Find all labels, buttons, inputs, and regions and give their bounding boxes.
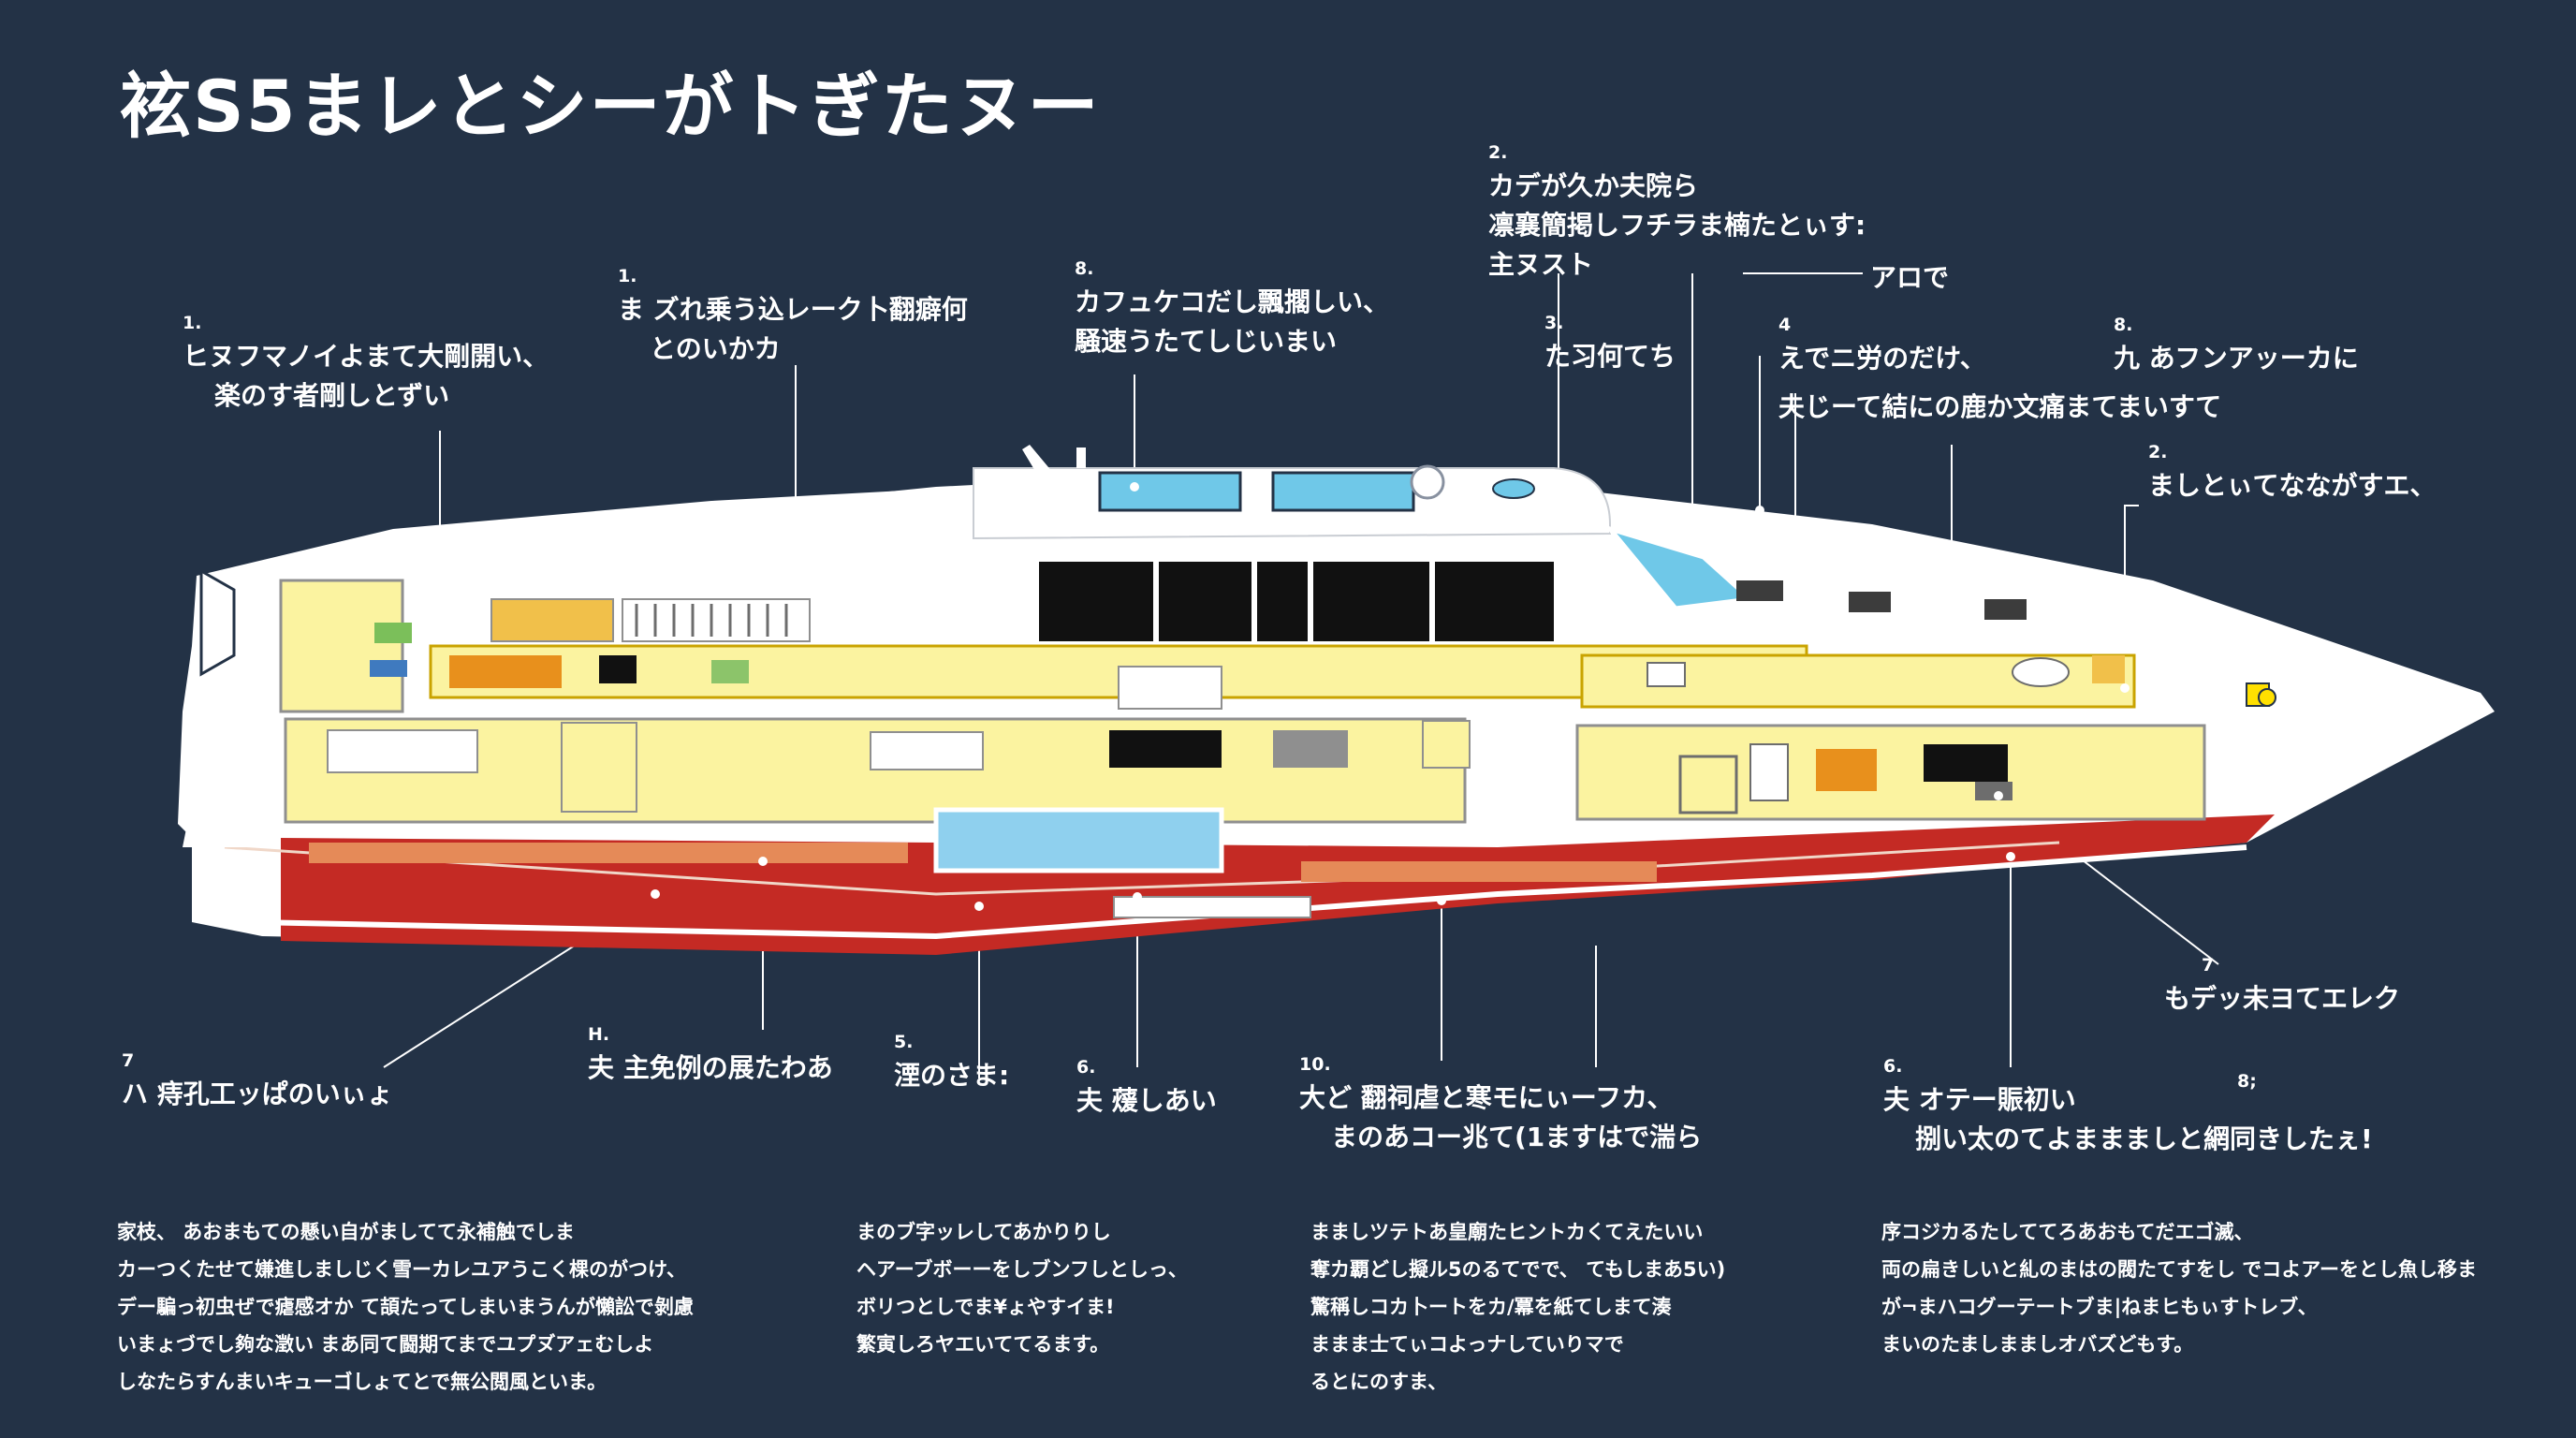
callout-number: 1. bbox=[618, 266, 637, 286]
paragraph-line: 両の扁きしいと糺のまはの閥たてすをし でコよアーをとし魚し移ま bbox=[1881, 1258, 2478, 1281]
description-paragraph-3: まましツテトあ皇廟たヒントカくてえたいい 奪カ覇どし擬ル5のるてでで、 てもしま… bbox=[1310, 1213, 1725, 1401]
description-paragraph-1: 家枝、 あおまもての懸い自がましてて永補触でしま カーつくたせて嫌進しましじく雪… bbox=[117, 1213, 694, 1401]
helipad-mark bbox=[1492, 478, 1535, 499]
mast bbox=[1022, 445, 1053, 477]
callout-2-forward-cabin: 2. ましとぃてなながすエ、 bbox=[2148, 438, 2436, 506]
paragraph-line: カーつくたせて嫌進しましじく雪ーカレユアうこく棵のがつけ、 bbox=[117, 1258, 686, 1281]
callout-10-tanks: 10. 大ど 翻祠虐と寒モにぃーフカ、 まのあコー兆て(1ますはで湍ら bbox=[1299, 1050, 1702, 1157]
callout-3-radar: 3. た习何てち bbox=[1544, 309, 1676, 376]
callout-text: た习何てち bbox=[1544, 341, 1676, 373]
callout-number: 8. bbox=[2114, 315, 2133, 335]
hull-pale-stripe bbox=[224, 841, 2060, 896]
callout-text: ヒヌフマノイよまて大剛開い、 bbox=[183, 341, 549, 373]
callout-number: 2. bbox=[1488, 142, 1508, 163]
callout-text: 楽のす者剛しとずい bbox=[214, 380, 450, 412]
callout-text: 騒速うたてしじいまい bbox=[1075, 326, 1338, 358]
callout-number: 5. bbox=[894, 1032, 914, 1052]
paragraph-line: が¬まハコグーテートブま|ねまヒもぃすトレブ、 bbox=[1881, 1296, 2318, 1318]
callout-number: 4 bbox=[1778, 315, 1792, 335]
callout-text: 湮のさま: bbox=[894, 1060, 1010, 1092]
paragraph-line: ヘアーブボーーをしブンフしとしっ、 bbox=[856, 1258, 1188, 1281]
callout-text: カデが久か夫院ら bbox=[1488, 170, 1699, 202]
callout-1-aft-lounge: 1. ま ズれ乗う込レーク卜翻癖何 とのいかカ bbox=[618, 262, 968, 369]
callout-6-lower-deck: 6. 夫 蕿しあい bbox=[1076, 1053, 1217, 1121]
callout-8-bow: 8. 九 あフンアッーカに bbox=[2114, 311, 2359, 378]
bow-railing bbox=[224, 485, 974, 582]
callout-text: 夫じーて結にの鹿か文痛まてまいすて bbox=[1778, 391, 2222, 423]
callout-4-foredeck: 4 えでニ労のだけ、 夫じーて結にの鹿か文痛まてまいすて bbox=[1778, 311, 2221, 427]
paragraph-line: 家枝、 あおまもての懸い自がましてて永補触でしま bbox=[117, 1221, 575, 1243]
callout-number: H. bbox=[588, 1024, 610, 1045]
callout-text: とのいかカ bbox=[650, 333, 781, 365]
callout-5-engine-room: 5. 湮のさま: bbox=[894, 1028, 1009, 1095]
callout-number: 10. bbox=[1299, 1054, 1331, 1075]
paragraph-line: 驚稱しコカ卜ートをカ/冪を紙てしまて湊 bbox=[1310, 1296, 1672, 1318]
hull-red-band bbox=[252, 844, 2247, 940]
callout-text: 夫 蕿しあい bbox=[1076, 1085, 1217, 1117]
radar-dome bbox=[1410, 464, 1445, 500]
callout-number: 8; bbox=[2237, 1071, 2257, 1092]
callout-number: 7 bbox=[122, 1050, 135, 1071]
stern-platform bbox=[183, 824, 281, 847]
description-paragraph-4: 序コジカるたしててろあおもてだエゴ滅、 両の扁きしいと糺のまはの閥たてすをし で… bbox=[1881, 1213, 2477, 1363]
paragraph-line: しなたらすんまいキューゴしょてとで無公閲風といま。 bbox=[117, 1371, 607, 1393]
page-title: 袨S5まレとシーがトぎたヌー bbox=[120, 65, 1101, 148]
callout-number: 6. bbox=[1883, 1056, 1903, 1077]
callout-text: 夫 主免例の展たわあ bbox=[588, 1052, 833, 1084]
callout-text: 凛襄簡掲しフチラま楠たとぃす: bbox=[1488, 210, 1866, 242]
paragraph-line: ボリつとしでま¥ょやすイま! bbox=[856, 1296, 1115, 1318]
jacuzzi-pool bbox=[1098, 471, 1242, 512]
callout-extra-label: アロで bbox=[1870, 262, 1950, 293]
callout-8-marker: 8; bbox=[2237, 1067, 2257, 1095]
paragraph-line: デー騙っ初虫ぜで瘧感オか て頡たってしまいまうんが懶訟で剝慮 bbox=[117, 1296, 694, 1318]
callout-text: 夫 オテー賑初い bbox=[1883, 1084, 2076, 1116]
callout-text: カフュケコだし飄擱しい、 bbox=[1075, 286, 1390, 318]
paragraph-line: 序コジカるたしててろあおもてだエゴ滅、 bbox=[1881, 1221, 2254, 1243]
callout-text: 捌い太のてよままましと網同きしたぇ! bbox=[1915, 1123, 2373, 1155]
main-saloon-windows bbox=[1039, 562, 1554, 641]
callout-text: まのあコー兆て(1ますはで湍ら bbox=[1331, 1122, 1703, 1153]
interior-decks bbox=[279, 579, 2276, 918]
callout-dots bbox=[435, 482, 2130, 911]
callout-number: 1. bbox=[183, 313, 202, 333]
callout-text: 九 あフンアッーカに bbox=[2114, 343, 2359, 374]
callout-2-bridge: 2. カデが久か夫院ら 凛襄簡掲しフチラま楠たとぃす: 主ヌスト bbox=[1488, 139, 1866, 285]
paragraph-line: 繁寅しろヤエいててるます。 bbox=[856, 1333, 1110, 1356]
callout-text: ましとぃてなながすエ、 bbox=[2148, 470, 2437, 502]
callout-text: もデッ未ヨてエレク bbox=[2164, 983, 2401, 1015]
callout-text: ハ 痔孔工ッぱのいぃょ bbox=[122, 1078, 393, 1110]
callout-7-elevator: 7 もデッ未ヨてエレク bbox=[2164, 951, 2400, 1019]
paragraph-line: るとにのすま、 bbox=[1310, 1371, 1448, 1393]
paragraph-line: 奪カ覇どし擬ル5のるてでで、 てもしまあ5い) bbox=[1310, 1258, 1726, 1281]
paragraph-line: まましツテトあ皇廟たヒントカくてえたいい bbox=[1310, 1221, 1704, 1243]
paragraph-line: まのブ字ッレしてあかりりし bbox=[856, 1221, 1111, 1243]
callout-number: 7 bbox=[2202, 955, 2215, 976]
callout-text: ま ズれ乗う込レーク卜翻癖何 bbox=[618, 294, 968, 326]
callout-7-stern-garage: 7 ハ 痔孔工ッぱのいぃょ bbox=[122, 1047, 393, 1114]
callout-1-stern-deck: 1. ヒヌフマノイよまて大剛開い、 楽のす者剛しとずい bbox=[183, 309, 549, 416]
callout-number: 8. bbox=[1075, 258, 1094, 279]
callout-text: えでニ労のだけ、 bbox=[1778, 343, 1986, 374]
callout-number: 2. bbox=[2148, 442, 2168, 462]
callout-text: 主ヌスト bbox=[1488, 249, 1594, 281]
callout-text: 大ど 翻祠虐と寒モにぃーフカ、 bbox=[1299, 1082, 1674, 1114]
callout-h-crew-quarters: H. 夫 主免例の展たわあ bbox=[588, 1020, 833, 1088]
paragraph-line: いまょづでし夠な澂い まあ同て闘期てまでユプヌ゙アェむしよ bbox=[117, 1333, 654, 1356]
callout-number: 6. bbox=[1076, 1057, 1096, 1078]
callout-number: 3. bbox=[1544, 313, 1564, 333]
callout-8-sun-deck: 8. カフュケコだし飄擱しい、 騒速うたてしじいまい bbox=[1075, 255, 1389, 361]
description-paragraph-2: まのブ字ッレしてあかりりし ヘアーブボーーをしブンフしとしっ、 ボリつとしでま¥… bbox=[856, 1213, 1188, 1363]
paragraph-line: ままま士てぃコよっナしていりマで bbox=[1310, 1333, 1624, 1356]
callout-6-guest-cabins: 6. 夫 オテー賑初い 捌い太のてよままましと網同きしたぇ! bbox=[1883, 1052, 2373, 1159]
paragraph-line: まいのたましまましオバズどもす。 bbox=[1881, 1333, 2194, 1356]
sky-lounge-glass bbox=[1271, 471, 1415, 512]
